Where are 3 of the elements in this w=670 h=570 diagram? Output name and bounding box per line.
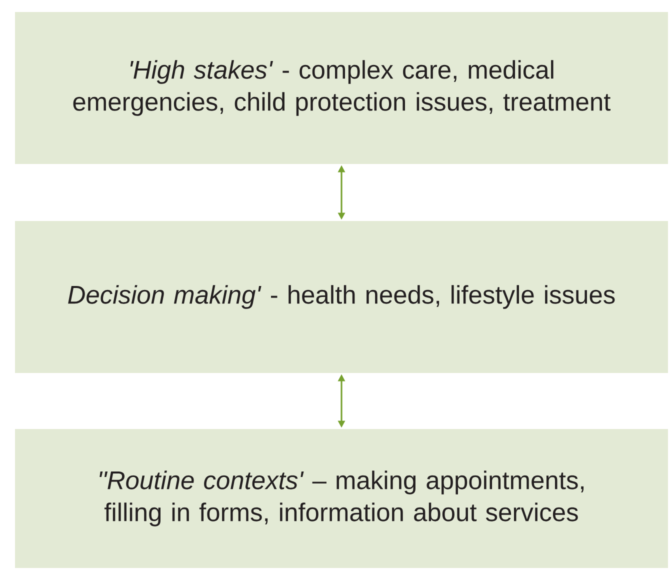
text-box: Decision making' - health needs, lifestyle issues xyxy=(15,221,668,373)
text-box: ''Routine contexts' – making appointments, filling in forms, information about services xyxy=(15,428,668,568)
text-box: 'High stakes' - complex care, medical emergencies, child protection issues, treatment xyxy=(15,12,668,164)
